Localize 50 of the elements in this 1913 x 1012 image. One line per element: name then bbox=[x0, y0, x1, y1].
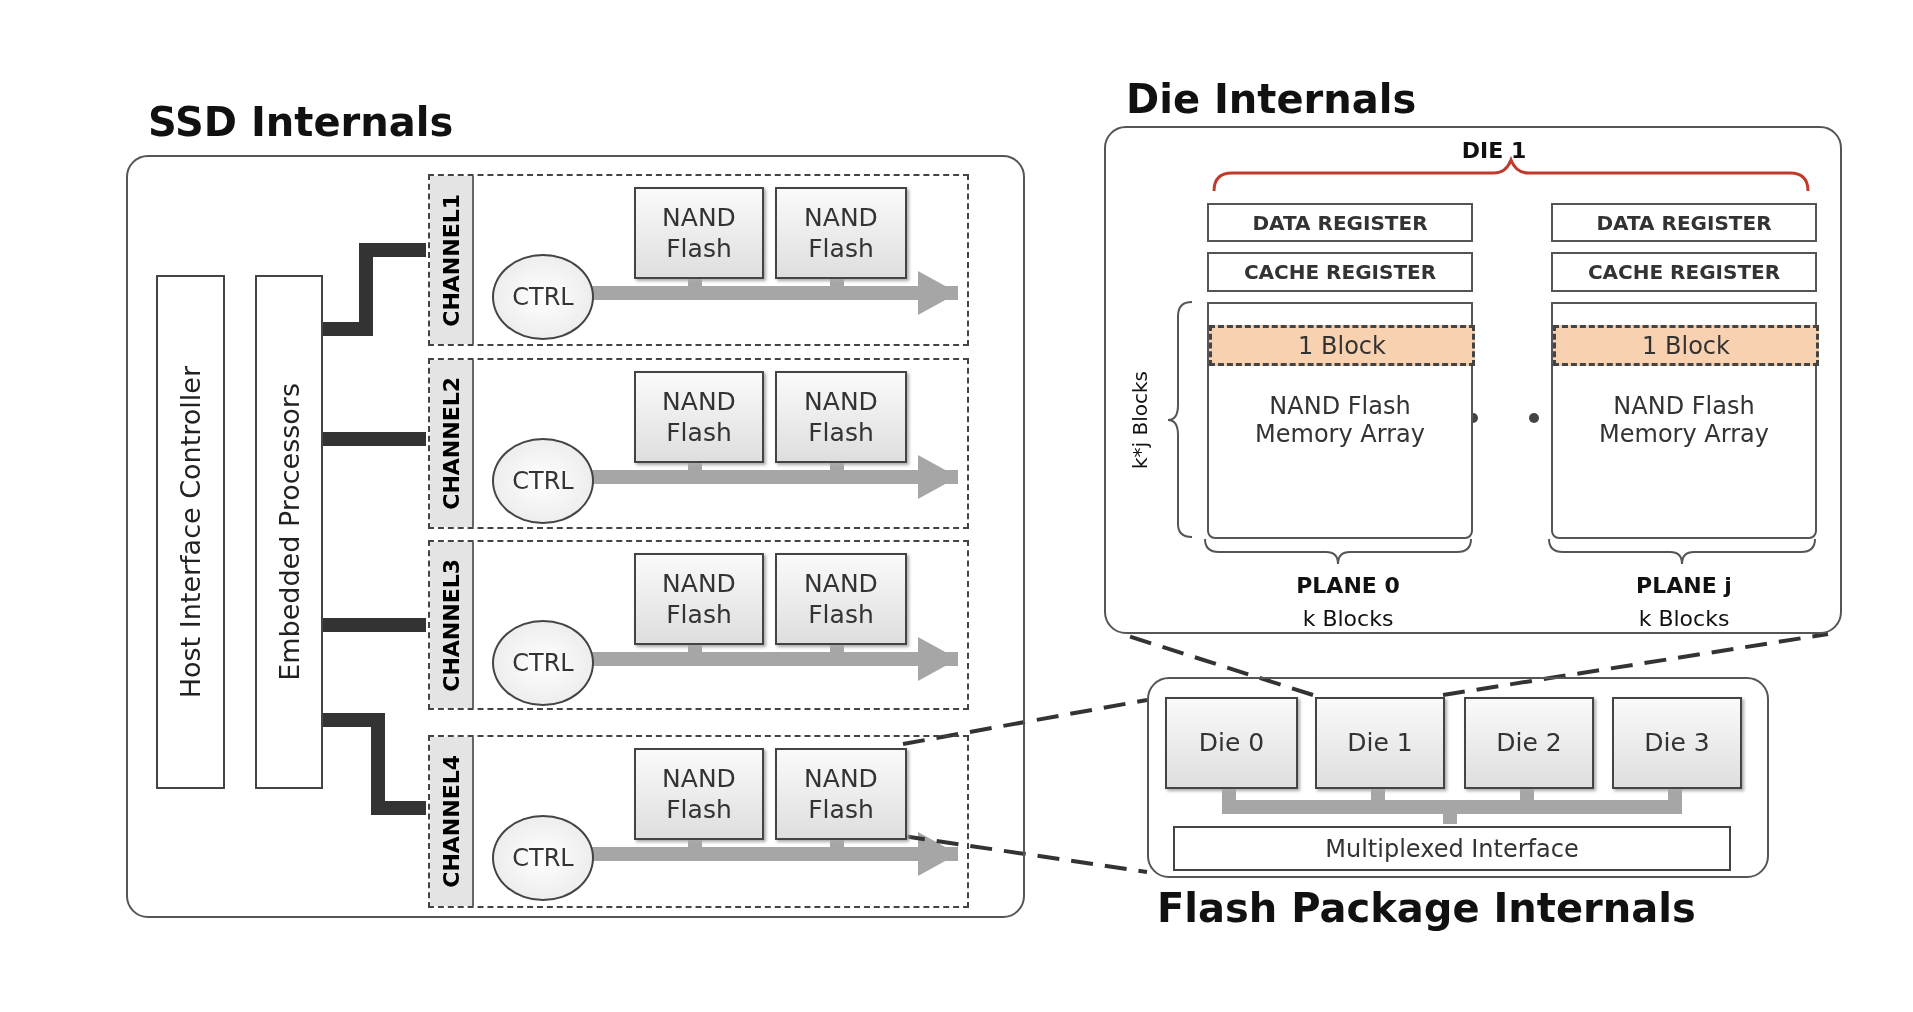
controller-circle: CTRL bbox=[492, 438, 594, 524]
axis-label: k*j Blocks bbox=[1128, 371, 1152, 469]
component-label: Host Interface Controller bbox=[175, 365, 206, 699]
chip-box: NAND Flash bbox=[775, 187, 907, 279]
memory-array-box bbox=[1551, 302, 1817, 539]
plane-label: PLANE 0 bbox=[1296, 572, 1400, 598]
component-label: Embedded Processors bbox=[273, 383, 305, 681]
channel-box bbox=[428, 735, 969, 908]
chip-box: NAND Flash bbox=[634, 748, 764, 840]
chip-box: Die 0 bbox=[1165, 697, 1298, 789]
register-box: DATA REGISTER bbox=[1207, 203, 1473, 242]
panel-heading: Flash Package Internals bbox=[1157, 885, 1696, 931]
chip-box: Die 1 bbox=[1315, 697, 1445, 789]
component-box bbox=[255, 275, 323, 789]
panel-heading: Die Internals bbox=[1126, 76, 1417, 122]
channel-label: CHANNEL2 bbox=[430, 360, 474, 527]
block-count-label: k Blocks bbox=[1302, 605, 1394, 631]
zoom-line bbox=[902, 698, 1148, 746]
block-row: 1 Block bbox=[1209, 325, 1475, 366]
array-label: NAND Flash Memory Array bbox=[1254, 392, 1426, 448]
channel-box bbox=[428, 358, 969, 529]
channel-label: CHANNEL3 bbox=[430, 542, 474, 708]
channel-box bbox=[428, 174, 969, 346]
array-label: NAND Flash Memory Array bbox=[1598, 392, 1770, 448]
block-row: 1 Block bbox=[1553, 325, 1819, 366]
chip-box: NAND Flash bbox=[775, 371, 907, 463]
register-box: DATA REGISTER bbox=[1551, 203, 1817, 242]
channel-box bbox=[428, 540, 969, 710]
register-box: CACHE REGISTER bbox=[1551, 252, 1817, 292]
chip-box: Die 2 bbox=[1464, 697, 1594, 789]
channel-label: CHANNEL1 bbox=[430, 176, 474, 344]
chip-box: NAND Flash bbox=[634, 371, 764, 463]
chip-box: NAND Flash bbox=[775, 748, 907, 840]
register-box: CACHE REGISTER bbox=[1207, 252, 1473, 292]
channel-label: CHANNEL4 bbox=[430, 737, 474, 906]
controller-circle: CTRL bbox=[492, 620, 594, 706]
die-label: DIE 1 bbox=[1461, 137, 1527, 163]
memory-array-box bbox=[1207, 302, 1473, 539]
chip-box: NAND Flash bbox=[634, 553, 764, 645]
panel-heading: SSD Internals bbox=[148, 99, 454, 145]
plane-label: PLANE j bbox=[1636, 572, 1732, 598]
component-box bbox=[156, 275, 225, 789]
chip-box: NAND Flash bbox=[775, 553, 907, 645]
chip-box: NAND Flash bbox=[634, 187, 764, 279]
zoom-line bbox=[1442, 632, 1829, 697]
controller-circle: CTRL bbox=[492, 254, 594, 340]
controller-circle: CTRL bbox=[492, 815, 594, 901]
interface-box: Multiplexed Interface bbox=[1173, 826, 1731, 871]
chip-box: Die 3 bbox=[1612, 697, 1742, 789]
block-count-label: k Blocks bbox=[1638, 605, 1730, 631]
